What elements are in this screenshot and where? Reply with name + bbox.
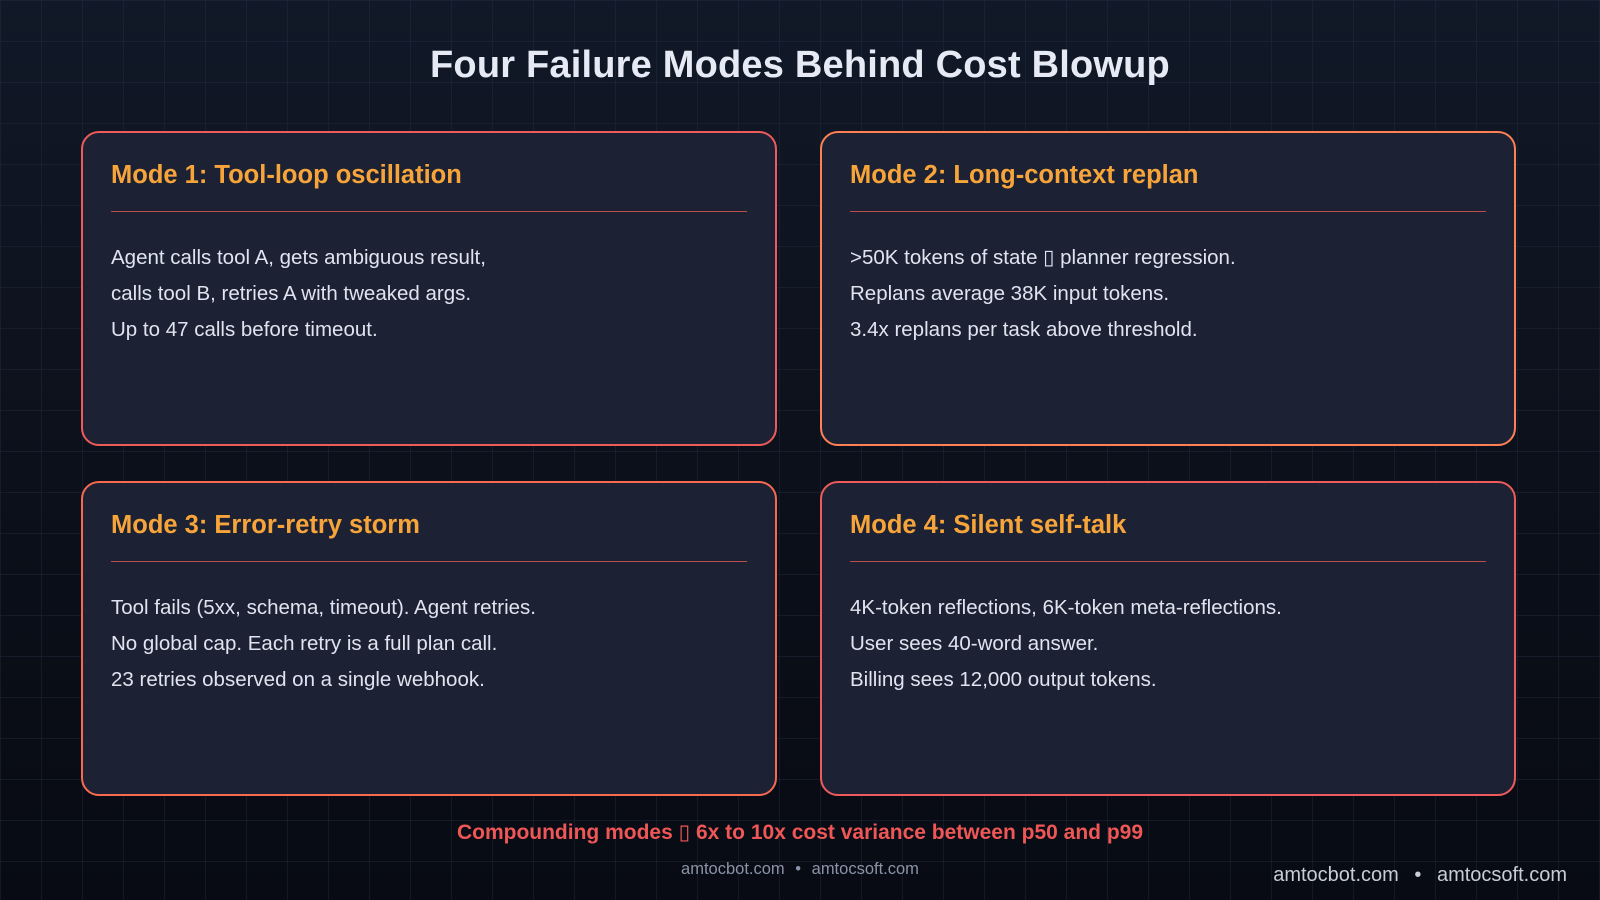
card-mode-2: Mode 2: Long-context replan >50K tokens … bbox=[820, 131, 1516, 446]
card-line: Billing sees 12,000 output tokens. bbox=[850, 668, 1157, 691]
card-mode-3: Mode 3: Error-retry storm Tool fails (5x… bbox=[81, 481, 777, 796]
summary-callout: Compounding modes ▯ 6x to 10x cost varia… bbox=[456, 821, 1144, 844]
watermark-site-1: amtocbot.com bbox=[1273, 864, 1399, 886]
card-divider bbox=[850, 211, 1486, 212]
card-line: No global cap. Each retry is a full plan… bbox=[111, 632, 498, 655]
watermark-site-2: amtocsoft.com bbox=[1436, 864, 1567, 886]
footer-site-2: amtocsoft.com bbox=[811, 860, 919, 878]
card-line: 23 retries observed on a single webhook. bbox=[111, 668, 485, 691]
page-title: Four Failure Modes Behind Cost Blowup bbox=[430, 44, 1170, 86]
card-heading: Mode 4: Silent self-talk bbox=[850, 511, 1127, 539]
card-mode-1: Mode 1: Tool-loop oscillation Agent call… bbox=[81, 131, 777, 446]
card-body: Tool fails (5xx, schema, timeout). Agent… bbox=[111, 590, 755, 698]
card-heading: Mode 3: Error-retry storm bbox=[111, 511, 420, 539]
card-divider bbox=[850, 561, 1486, 562]
card-line: 4K-token reflections, 6K-token meta-refl… bbox=[850, 596, 1282, 619]
card-heading: Mode 2: Long-context replan bbox=[850, 161, 1199, 189]
card-line: calls tool B, retries A with tweaked arg… bbox=[111, 282, 472, 305]
card-line: User sees 40-word answer. bbox=[850, 632, 1099, 655]
card-body: 4K-token reflections, 6K-token meta-refl… bbox=[850, 590, 1494, 698]
watermark-separator: • bbox=[1414, 864, 1422, 886]
card-line: Replans average 38K input tokens. bbox=[850, 282, 1170, 305]
footer-credits: amtocbot.com • amtocsoft.com bbox=[0, 860, 1600, 879]
card-divider bbox=[111, 211, 747, 212]
card-line: 3.4x replans per task above threshold. bbox=[850, 318, 1198, 341]
watermark: amtocbot.com • amtocsoft.com bbox=[1273, 864, 1567, 887]
footer-site-1: amtocbot.com bbox=[681, 860, 785, 878]
card-line: Up to 47 calls before timeout. bbox=[111, 318, 378, 341]
card-mode-4: Mode 4: Silent self-talk 4K-token reflec… bbox=[820, 481, 1516, 796]
card-heading: Mode 1: Tool-loop oscillation bbox=[111, 161, 462, 189]
card-body: Agent calls tool A, gets ambiguous resul… bbox=[111, 240, 755, 348]
card-line: Tool fails (5xx, schema, timeout). Agent… bbox=[111, 596, 536, 619]
footer-separator: • bbox=[795, 860, 802, 878]
card-line: >50K tokens of state ▯ planner regressio… bbox=[850, 246, 1236, 269]
card-body: >50K tokens of state ▯ planner regressio… bbox=[850, 240, 1494, 348]
card-line: Agent calls tool A, gets ambiguous resul… bbox=[111, 246, 486, 269]
card-divider bbox=[111, 561, 747, 562]
